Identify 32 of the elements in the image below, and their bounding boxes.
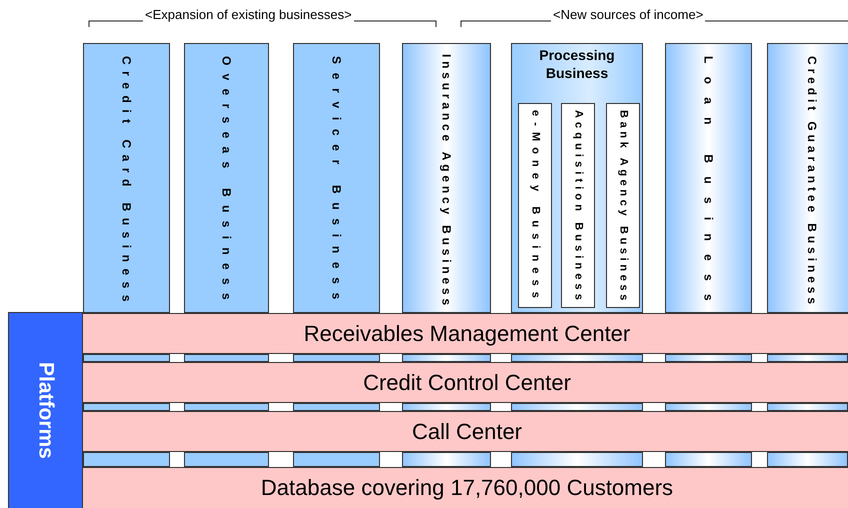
processing-business-panel [511, 43, 643, 313]
platform-band [82, 467, 848, 508]
group-heading: <New sources of income> [551, 7, 706, 22]
platform-band [82, 313, 848, 354]
business-column [184, 43, 269, 313]
business-name: Loan Business [702, 56, 714, 314]
platform-band [82, 362, 848, 403]
business-column [665, 43, 752, 313]
platforms-panel [8, 312, 83, 508]
platforms-title: Platforms [34, 362, 58, 459]
group-heading: <Expansion of existing businesses> [143, 7, 354, 22]
business-column [402, 43, 491, 313]
business-name: e-Money Business [530, 110, 540, 304]
business-name: Overseas Business [220, 56, 232, 308]
platform-name: Credit Control Center [363, 370, 571, 396]
business-column [83, 43, 170, 313]
business-name: Bank Agency Business [618, 110, 628, 304]
business-column [293, 43, 380, 313]
business-column [518, 103, 552, 308]
business-name: Credit Card Business [120, 56, 132, 308]
business-name: Credit Guarantee Business [806, 56, 818, 308]
business-name: Processing Business [538, 46, 616, 82]
platform-band [82, 411, 848, 452]
business-column [767, 43, 848, 313]
platform-name: Database covering 17,760,000 Customers [260, 475, 674, 501]
platform-name: Receivables Management Center [304, 320, 630, 346]
platform-name: Call Center [412, 418, 522, 444]
business-name: Servicer Business [330, 56, 342, 308]
business-column [561, 103, 595, 308]
business-column [606, 103, 640, 308]
business-name: Acquisition Business [572, 110, 584, 304]
business-name: Insurance Agency Business [440, 54, 452, 309]
